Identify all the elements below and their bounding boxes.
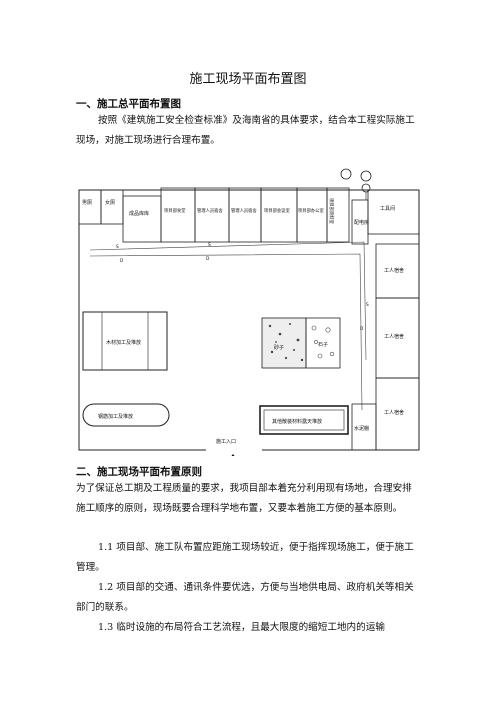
room-label-8: 项目部资料室	[328, 198, 335, 224]
room-label-9: 配电房	[354, 219, 369, 226]
section2-paragraph-1: 为了保证总工期及工程质量的要求，我项目部本着充分利用现有场地，合理安排施工顺序的…	[76, 483, 412, 514]
wood-yard	[82, 311, 168, 371]
room-label-1: 女厕	[105, 199, 115, 206]
cement-shed	[351, 403, 377, 451]
room-female-toilet	[100, 189, 124, 225]
material-yard	[259, 405, 349, 435]
room-label-4: 管理人员宿舍	[197, 207, 223, 214]
pipe-mark-s-2: S	[208, 242, 211, 248]
room-tools	[367, 189, 420, 235]
room-office	[296, 187, 328, 243]
room-archive	[326, 187, 350, 243]
wood-yard-label: 木材加工及堆放	[106, 339, 141, 346]
transformer-symbol-1	[340, 168, 352, 180]
transformer-symbol-2	[360, 170, 372, 182]
section1-heading: 一、施工总平面布置图	[76, 98, 181, 110]
pipe-mark-d-2: D	[206, 256, 210, 262]
right-room-label-2: 工人宿舍	[384, 409, 404, 416]
room-dorm-2	[228, 187, 262, 243]
pipe-line-d	[89, 253, 363, 411]
room-label-3: 项目部食堂	[164, 207, 186, 214]
entrance-arrow-icon	[231, 454, 235, 456]
cement-shed-label: 水泥棚	[354, 425, 369, 432]
right-room-label-1: 工人宿舍	[384, 333, 404, 340]
pipe-mark-d-1: D	[120, 258, 124, 264]
room-male-toilet	[78, 189, 102, 225]
room-meeting	[260, 187, 298, 243]
room-label-5: 管理人员宿舍	[231, 207, 257, 214]
room-label-10: 工具间	[380, 205, 395, 212]
pipe-mark-s-1: S	[116, 244, 119, 250]
room-label-6: 项目部会议室	[264, 207, 290, 214]
right-room-label-0: 工人宿舍	[384, 267, 404, 274]
section2-paragraph-3: 1.2 项目部的交通、通讯条件要优选，方便与当地供电局、政府机关等相关部门的联系…	[76, 582, 414, 613]
room-label-0: 男厕	[82, 200, 92, 206]
sand-label: 砂子	[274, 344, 284, 351]
section1-paragraph: 按照《建筑施工安全检查标准》及海南省的具体要求，结合本工程实际施工现场，对施工现…	[76, 115, 415, 146]
room-label-7: 项目部办公室	[298, 207, 324, 214]
pipe-mark-d-3: D	[360, 326, 364, 332]
stone-label: 石子	[318, 341, 328, 348]
sand-pile	[261, 317, 307, 369]
room-dorm-1	[194, 187, 230, 243]
pipe-line-s	[89, 241, 367, 361]
site-layout-diagram: 男厕 女厕 成品库库 项目部食堂 管理人员宿舍 管理人员宿舍 项目部会议室 项目…	[76, 160, 422, 456]
page-title: 施工现场平面布置图	[189, 72, 307, 87]
room-canteen	[160, 187, 196, 243]
section2-paragraph-2: 1.1 项目部、施工队布置应距施工现场较近，便于指挥现场施工，便于施工管理。	[76, 542, 414, 573]
pipe-mark-s-3: S	[366, 302, 369, 308]
room-label-2: 成品库库	[129, 210, 149, 217]
steel-yard-label: 钢筋加工及堆放	[98, 413, 133, 420]
transformer-symbol-3	[361, 183, 371, 193]
section2-heading: 二、施工现场平面布置原则	[76, 466, 202, 478]
room-warehouse	[122, 195, 162, 243]
material-yard-label: 其他散装材料露天堆放	[272, 418, 322, 425]
stone-pile	[305, 317, 341, 369]
section2-paragraph-4: 1.3 临时设施的布局符合工艺流程，且最大限度的缩短工地内的运输	[98, 622, 385, 633]
steel-yard	[82, 403, 170, 427]
entrance-label: 施工入口	[216, 438, 236, 445]
